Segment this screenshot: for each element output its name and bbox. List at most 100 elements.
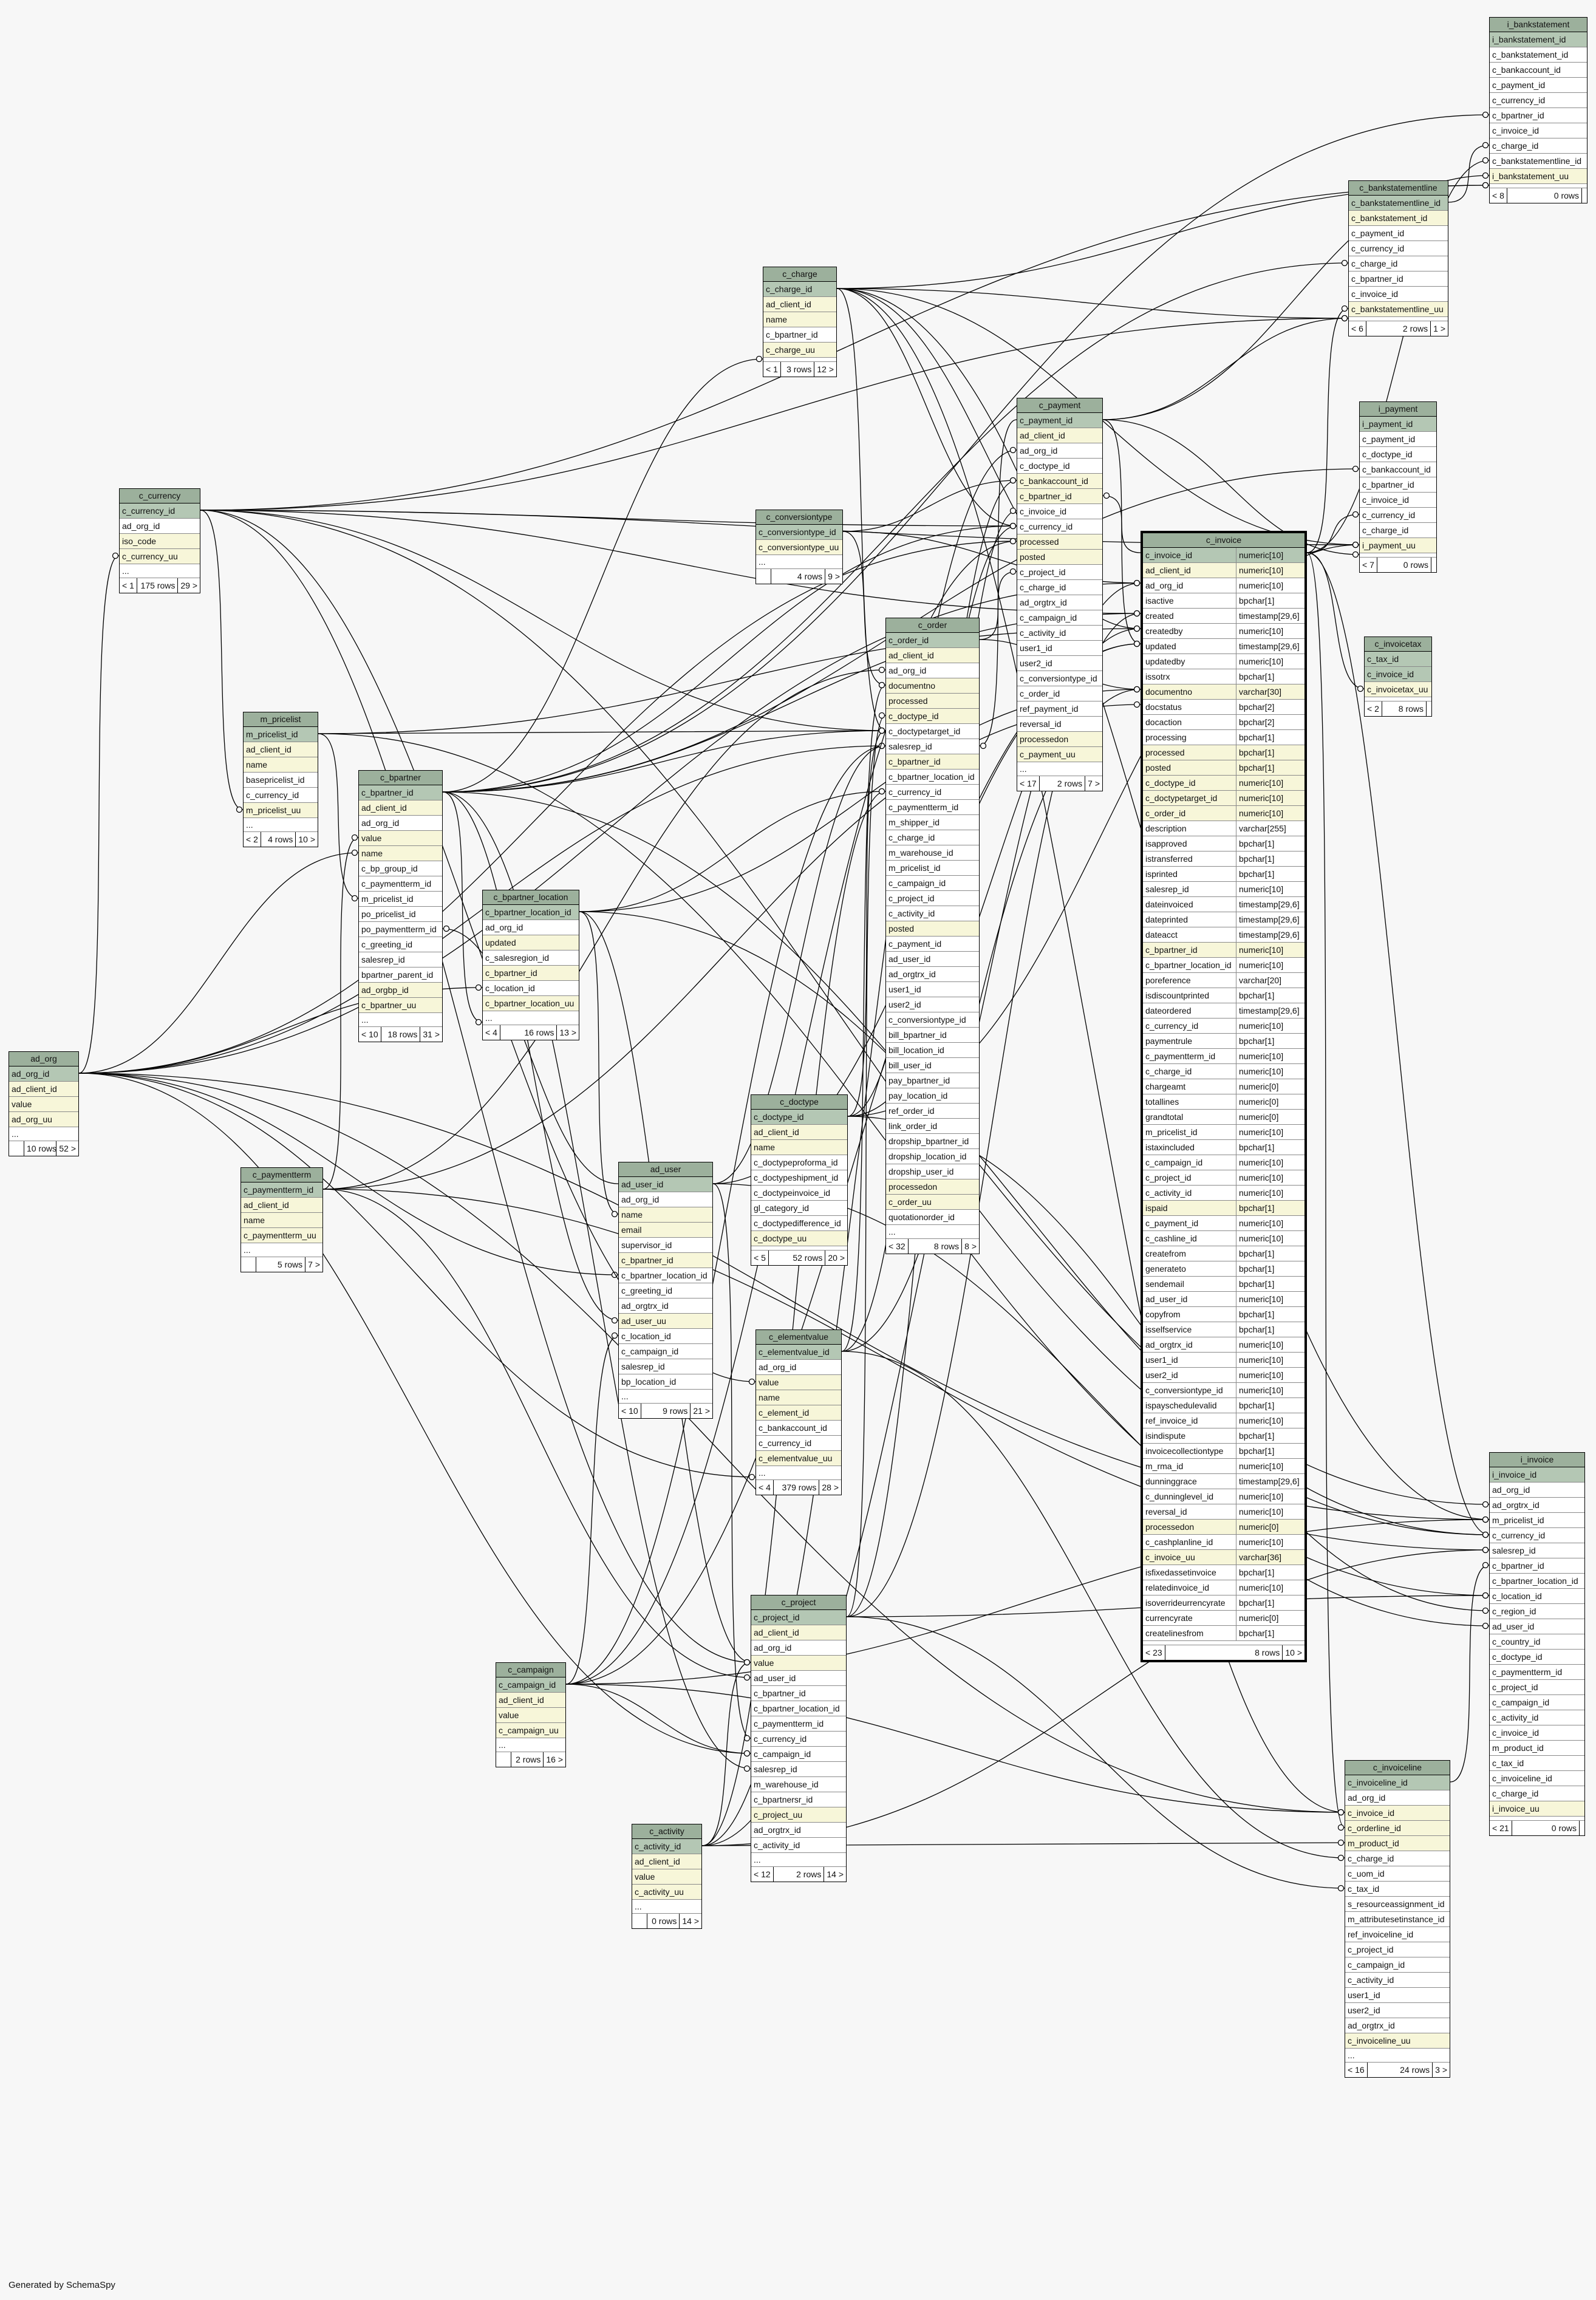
- column-row[interactable]: m_pricelist_id: [359, 892, 442, 907]
- column-row[interactable]: ref_order_id: [886, 1104, 979, 1119]
- table-title[interactable]: c_charge: [763, 267, 836, 282]
- column-row[interactable]: c_greeting_id: [619, 1283, 712, 1298]
- column-row[interactable]: c_invoicetax_uu: [1365, 682, 1431, 697]
- column-row[interactable]: c_bpartner_id: [886, 754, 979, 770]
- children-count[interactable]: 14 >: [827, 1869, 844, 1879]
- column-row[interactable]: m_warehouse_id: [751, 1777, 846, 1792]
- column-row[interactable]: c_element_id: [756, 1405, 841, 1421]
- table-title[interactable]: m_pricelist: [244, 712, 318, 727]
- column-row[interactable]: po_paymentterm_id: [359, 922, 442, 937]
- column-row[interactable]: ad_org_id: [756, 1360, 841, 1375]
- table-title[interactable]: ad_org: [9, 1052, 78, 1066]
- column-row[interactable]: ad_client_id: [1017, 428, 1102, 443]
- column-row[interactable]: salesrep_id: [1490, 1543, 1584, 1558]
- column-row[interactable]: c_location_id: [1490, 1589, 1584, 1604]
- column-row[interactable]: c_charge_id: [1490, 138, 1587, 154]
- column-row[interactable]: ad_org_id: [120, 519, 200, 534]
- column-row[interactable]: c_bankaccount_id: [1017, 474, 1102, 489]
- column-row[interactable]: c_paymentterm_id: [359, 876, 442, 892]
- column-row[interactable]: c_currency_id: [886, 785, 979, 800]
- column-row[interactable]: c_invoice_id: [1345, 1806, 1450, 1821]
- table-title[interactable]: c_doctype: [751, 1095, 847, 1110]
- children-count[interactable]: 52 >: [59, 1144, 76, 1153]
- column-row[interactable]: c_charge_id: [886, 830, 979, 845]
- column-row[interactable]: c_bankstatementline_uu: [1349, 302, 1448, 317]
- column-row[interactable]: posted: [886, 921, 979, 937]
- parents-count[interactable]: [632, 1914, 647, 1928]
- column-row[interactable]: c_invoiceline_id: [1345, 1775, 1450, 1790]
- column-row[interactable]: i_payment_uu: [1360, 538, 1436, 553]
- column-row[interactable]: c_conversiontype_id: [886, 1012, 979, 1028]
- children-count[interactable]: 16 >: [546, 1755, 563, 1764]
- column-row[interactable]: ad_client_id: [9, 1082, 78, 1097]
- column-row[interactable]: c_campaign_id: [619, 1344, 712, 1359]
- column-row[interactable]: m_warehouse_id: [886, 845, 979, 861]
- column-row[interactable]: c_payment_id: [886, 937, 979, 952]
- column-row[interactable]: c_paymentterm_id: [1490, 1665, 1584, 1680]
- parents-count[interactable]: < 17: [1017, 776, 1040, 791]
- column-row[interactable]: c_currency_id: [1490, 93, 1587, 108]
- column-row[interactable]: c_doctype_id: [886, 709, 979, 724]
- column-row[interactable]: c_bp_group_id: [359, 861, 442, 876]
- column-row[interactable]: c_bpartner_id: [1349, 271, 1448, 287]
- column-row[interactable]: user2_id: [886, 997, 979, 1012]
- column-row[interactable]: c_activity_id: [886, 906, 979, 921]
- column-row[interactable]: pay_bpartner_id: [886, 1073, 979, 1088]
- column-row[interactable]: s_resourceassignment_id: [1345, 1897, 1450, 1912]
- column-row[interactable]: value: [496, 1708, 565, 1723]
- column-row[interactable]: c_doctypedifference_id: [751, 1216, 847, 1231]
- column-row[interactable]: c_currency_id: [120, 503, 200, 519]
- parents-count[interactable]: [241, 1257, 256, 1272]
- column-row[interactable]: name: [756, 1390, 841, 1405]
- column-row[interactable]: c_payment_id: [1360, 432, 1436, 447]
- column-row[interactable]: c_activity_id: [751, 1838, 846, 1853]
- column-row[interactable]: c_paymentterm_id: [241, 1182, 322, 1198]
- column-row[interactable]: c_location_id: [483, 981, 579, 996]
- column-row[interactable]: ref_invoiceline_id: [1345, 1927, 1450, 1942]
- column-row[interactable]: ad_orgtrx_id: [1017, 595, 1102, 610]
- column-row[interactable]: ad_org_id: [886, 663, 979, 678]
- column-row[interactable]: i_invoice_id: [1490, 1467, 1584, 1483]
- table-title[interactable]: c_invoicetax: [1365, 637, 1431, 652]
- column-row[interactable]: c_project_id: [1490, 1680, 1584, 1695]
- column-row[interactable]: c_currency_id: [1360, 508, 1436, 523]
- column-row[interactable]: c_charge_id: [1360, 523, 1436, 538]
- table-title[interactable]: c_bpartner_location: [483, 890, 579, 905]
- column-row[interactable]: m_pricelist_id: [1490, 1513, 1584, 1528]
- column-row[interactable]: c_doctypetarget_id: [886, 724, 979, 739]
- column-row[interactable]: ad_client_id: [751, 1625, 846, 1640]
- column-row[interactable]: c_invoiceline_id: [1490, 1771, 1584, 1786]
- column-row[interactable]: pay_location_id: [886, 1088, 979, 1104]
- column-row[interactable]: value: [9, 1097, 78, 1112]
- column-row[interactable]: c_order_uu: [886, 1195, 979, 1210]
- column-row[interactable]: value: [632, 1869, 701, 1885]
